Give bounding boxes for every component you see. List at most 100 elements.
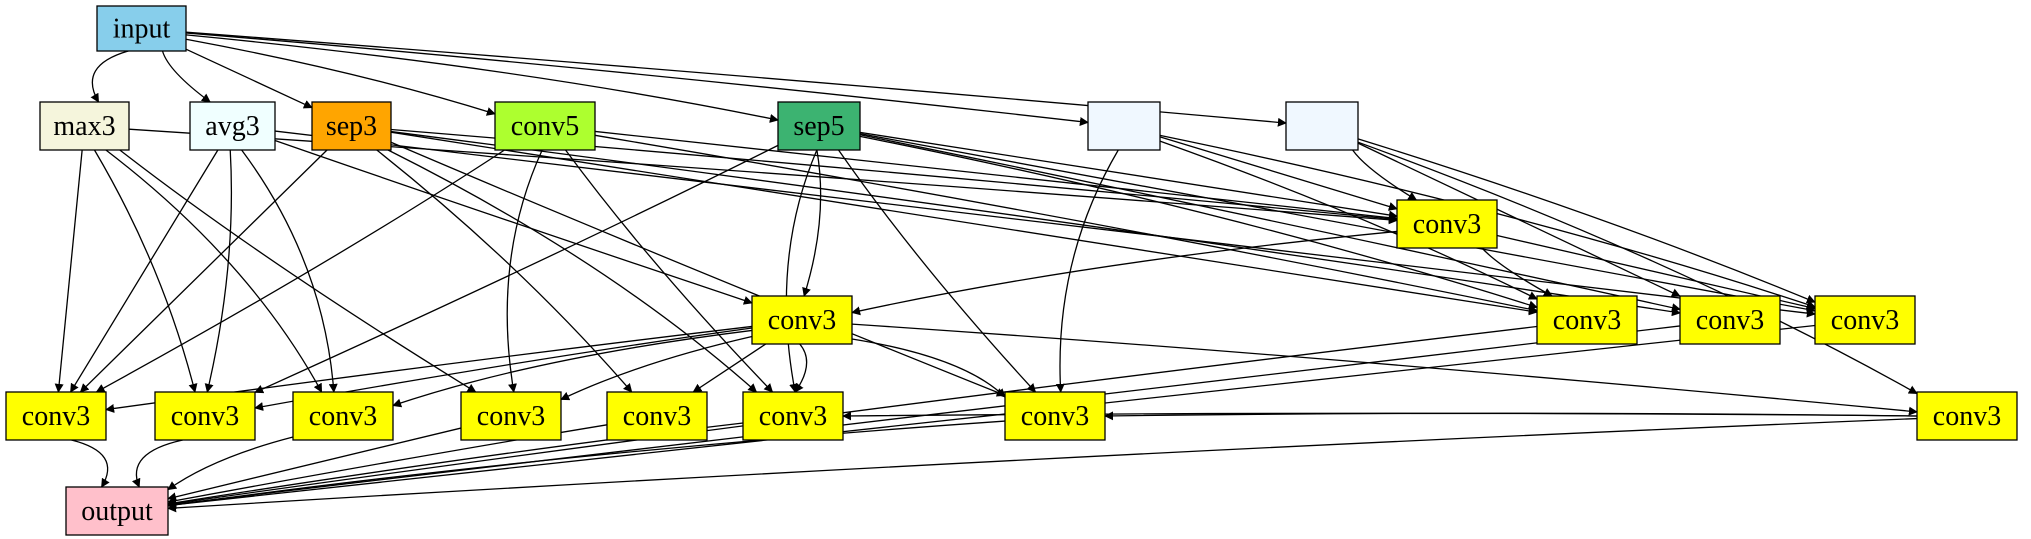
node-c3a: conv3 (1396, 199, 1498, 249)
node-r3-label: conv3 (309, 401, 377, 432)
node-c3c-label: conv3 (1553, 305, 1621, 336)
node-r2: conv3 (154, 391, 256, 441)
node-r7: conv3 (1004, 391, 1106, 441)
edge-conv5-to-c3c (594, 134, 1538, 314)
node-c3c: conv3 (1536, 295, 1638, 345)
edge-max3-to-r3 (105, 149, 323, 393)
node-output: output (65, 486, 169, 536)
node-max3: max3 (39, 101, 130, 151)
edge-blank1-to-r7 (1055, 149, 1119, 393)
node-c3e-box (1814, 295, 1916, 345)
node-r1-label: conv3 (22, 401, 90, 432)
edge-input-to-max3 (90, 50, 129, 103)
edge-c3b-to-r7 (851, 338, 1006, 398)
edge-sep3-to-r5 (376, 149, 633, 393)
node-r9: conv3 (1916, 391, 2018, 441)
node-c3b-label: conv3 (768, 305, 836, 336)
edge-c3b-to-r6 (794, 343, 808, 393)
edge-sep5-to-r7 (837, 149, 1037, 393)
edge-sep3-to-r6 (387, 149, 758, 393)
edge-c3a-to-c3b (851, 230, 1398, 316)
node-sep5-box (777, 101, 861, 151)
node-conv5: conv5 (494, 101, 596, 151)
edge-r3-to-output (167, 436, 294, 491)
node-c3a-box (1396, 199, 1498, 249)
node-max3-label: max3 (53, 111, 115, 142)
edge-conv5-to-r1 (95, 149, 505, 393)
node-c3e-label: conv3 (1831, 305, 1899, 336)
nodes-layer: input max3 avg3 sep3 conv5 sep5 conv3 conv3 conv… (5, 5, 2018, 536)
edge-sep3-to-c3d (390, 130, 1681, 317)
node-r2-box (154, 391, 256, 441)
node-blank2-box (1285, 101, 1359, 151)
edge-max3-to-r2 (93, 149, 198, 393)
node-sep3-box (311, 101, 392, 151)
node-output-label: output (81, 496, 153, 527)
edge-blank2-to-c3a (1352, 149, 1418, 201)
edge-r1-to-output (71, 439, 110, 488)
edge-sep5-to-c3d (859, 134, 1681, 313)
node-r4-box (460, 391, 562, 441)
node-conv5-box (494, 101, 596, 151)
node-r4-label: conv3 (477, 401, 545, 432)
edge-c3b-to-r3 (392, 329, 753, 408)
edge-sep5-to-c3b (802, 149, 822, 297)
edge-input-to-avg3 (161, 50, 211, 103)
edge-blank1-to-c3e (1159, 134, 1816, 309)
edge-r2-to-output (131, 439, 183, 488)
node-sep5: sep5 (777, 101, 861, 151)
node-input: input (96, 5, 187, 52)
edge-max3-to-r4 (119, 149, 477, 393)
edge-c3e-to-output (167, 324, 1816, 509)
node-r9-box (1916, 391, 2018, 441)
edge-input-to-conv5 (185, 38, 496, 116)
edge-blank2-to-c3d (1357, 142, 1681, 297)
node-input-label: input (113, 14, 171, 45)
node-r5: conv3 (606, 391, 708, 441)
edge-input-to-blank1 (185, 32, 1089, 126)
edge-avg3-to-r2 (204, 149, 233, 393)
edge-c3d-to-output (167, 325, 1681, 509)
edge-sep5-to-c3a (859, 131, 1398, 220)
node-sep3: sep3 (311, 101, 392, 151)
node-blank1-box (1087, 101, 1161, 151)
node-output-box (65, 486, 169, 536)
edge-sep3-to-r1 (79, 149, 328, 393)
node-avg3-box (189, 101, 276, 151)
edge-sep5-to-r6 (785, 149, 818, 393)
edge-blank2-to-c3e (1357, 138, 1816, 304)
edge-avg3-to-c3b (274, 139, 753, 305)
node-r1-box (5, 391, 107, 441)
node-conv5-label: conv5 (511, 111, 579, 142)
node-r6: conv3 (742, 391, 844, 441)
node-r6-box (742, 391, 844, 441)
edge-r9-to-output (167, 417, 1918, 513)
edge-blank2-to-r9 (1357, 141, 1918, 395)
edge-sep3-to-r7 (390, 141, 1006, 397)
edge-blank1-to-c3a (1159, 136, 1398, 211)
edge-conv5-to-c3a (594, 130, 1398, 223)
node-c3a-label: conv3 (1413, 209, 1481, 240)
node-r5-box (606, 391, 708, 441)
node-r3: conv3 (292, 391, 394, 441)
node-max3-box (39, 101, 130, 151)
node-sep5-label: sep5 (793, 111, 844, 142)
node-r5-label: conv3 (623, 401, 691, 432)
edge-sep5-to-c3e (859, 132, 1816, 314)
node-r7-box (1004, 391, 1106, 441)
node-r9-label: conv3 (1933, 401, 2001, 432)
node-blank1 (1087, 101, 1161, 151)
node-c3d: conv3 (1679, 295, 1781, 345)
node-c3c-box (1536, 295, 1638, 345)
node-c3d-label: conv3 (1696, 305, 1764, 336)
edge-c3a-to-c3c (1481, 247, 1553, 297)
node-c3d-box (1679, 295, 1781, 345)
node-c3e: conv3 (1814, 295, 1916, 345)
node-r2-label: conv3 (171, 401, 239, 432)
node-avg3-label: avg3 (205, 111, 259, 142)
node-r6-label: conv3 (759, 401, 827, 432)
node-c3b-box (751, 295, 853, 345)
node-blank2 (1285, 101, 1359, 151)
edge-c3b-to-r5 (692, 343, 767, 393)
